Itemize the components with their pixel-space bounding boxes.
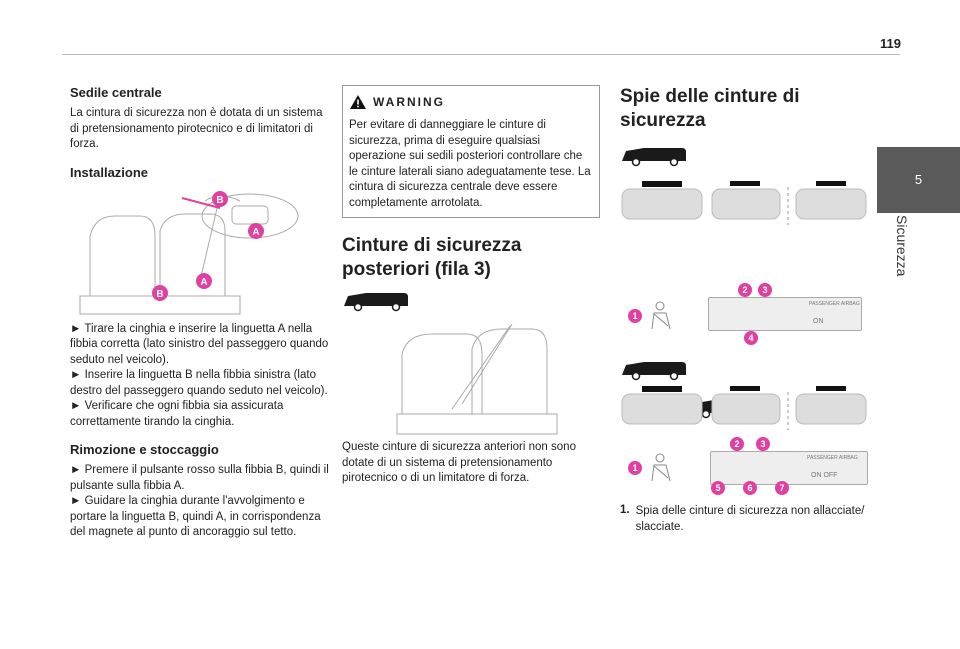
panel-state-bottom: ON OFF [811,472,838,479]
dashboard-top [621,181,867,225]
badge-3-top: 3 [758,283,772,297]
rear-seat-drawing [396,323,558,435]
chapter-tab[interactable]: 5 [877,147,960,213]
warning-box: WARNING Per evitare di danneggiare le ci… [342,85,600,218]
airbag-panel-top: PASSENGER AIRBAG ON [708,297,862,331]
chapter-label: Sicurezza [894,215,910,277]
column-1: Sedile centrale La cintura di sicurezza … [70,85,330,541]
van-icon-middle [622,362,686,381]
badge-1-bottom: 1 [628,461,642,475]
seat-belt-illustration: B A A B [79,190,299,314]
install-title: Installazione [70,164,149,180]
badge-2-top: 2 [738,283,752,297]
rear-belts-text: Queste cinture di sicurezza anteriori no… [342,441,576,484]
airbag-panel-bottom: PASSENGER AIRBAG ON OFF [710,451,868,485]
section-title-center-seat: Sedile centrale [70,85,162,100]
belt-lights-title: Spie delle cinture di sicurezza [620,86,800,131]
rear-belts-illustration [342,290,602,440]
warning-title: WARNING [373,95,445,109]
badge-2-bottom: 2 [730,437,744,451]
list-item-1-number: 1. [620,504,630,516]
page-number: 119 [880,36,901,51]
list-item-1: 1. Spia delle cinture di sicurezza non a… [620,504,875,535]
install-text: ► Tirare la cinghia e inserire la lingue… [70,322,329,428]
center-seat-illustration: B A A B [70,186,330,316]
panel-label-top: PASSENGER AIRBAG [809,301,860,307]
badge-1-top: 1 [628,309,642,323]
belt-warning-icon-top [651,301,671,330]
badge-3-bottom: 3 [756,437,770,451]
badge-7-bottom: 7 [775,481,789,495]
removal-title: Rimozione e stoccaggio [70,442,219,457]
column-3: Spie delle cinture di sicurezza 2 3 1 [620,85,875,511]
marker-a-top: A [252,227,259,238]
list-item-1-text: Spia delle cinture di sicurezza non alla… [635,505,865,533]
rear-belts-title: Cinture di sicurezza posteriori (fila 3) [342,235,522,280]
column-2: WARNING Per evitare di danneggiare le ci… [342,85,602,487]
badge-6-bottom: 6 [743,481,757,495]
marker-a-bottom: A [200,277,207,288]
badge-5-bottom: 5 [711,481,725,495]
dashboard-bottom [621,386,867,430]
panel-state-top: ON [813,318,824,325]
van-icon-top [622,148,686,167]
warning-icon [350,95,366,109]
warning-text: Per evitare di danneggiare le cinture di… [349,119,591,209]
badge-4-top: 4 [744,331,758,345]
marker-b-bottom: B [156,289,163,300]
van-icon-rear [344,293,408,312]
removal-text: ► Premere il pulsante rosso sulla fibbia… [70,464,329,538]
top-rule [62,54,900,55]
intro-text: La cintura di sicurezza non è dotata di … [70,107,323,150]
belt-warning-icon-bottom [651,453,671,482]
panel-label-bottom: PASSENGER AIRBAG [807,455,858,461]
marker-b-top: B [216,195,223,206]
